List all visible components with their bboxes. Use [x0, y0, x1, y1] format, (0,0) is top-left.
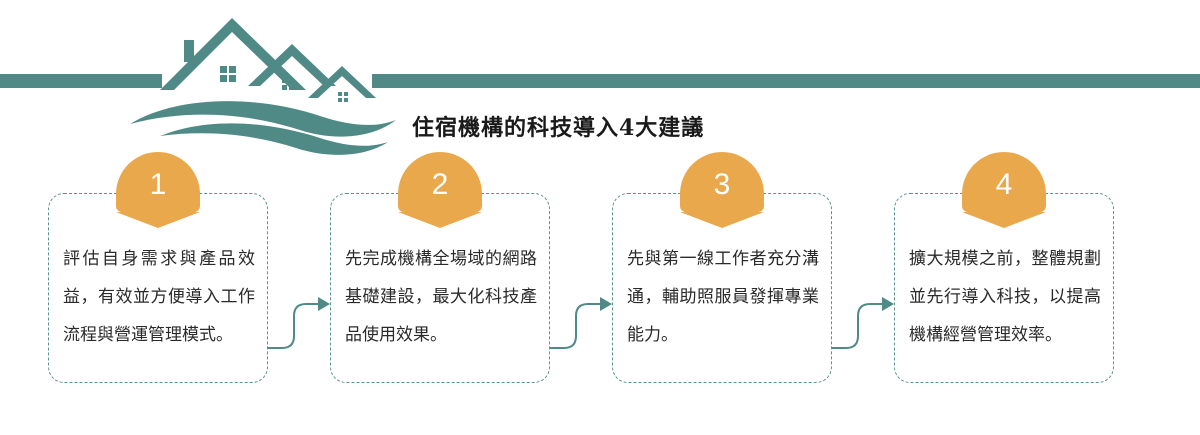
step-text: 先完成機構全場域的網路基礎建設，最大化科技產品使用效果。	[345, 249, 537, 345]
step-badge-3: 3	[680, 152, 764, 228]
house-roofs-wave-icon	[130, 18, 396, 155]
header-band-left	[0, 74, 162, 88]
step-badge-4: 4	[962, 152, 1046, 228]
page-title: 住宿機構的科技導入4大建議	[412, 115, 705, 141]
step-badge-1: 1	[116, 152, 200, 228]
step-badge-2: 2	[398, 152, 482, 228]
step-text: 擴大規模之前，整體規劃並先行導入科技，以提高機構經營管理效率。	[909, 249, 1101, 345]
header-band-right	[372, 74, 1200, 88]
step-text: 評估自身需求與產品效益，有效並方便導入工作流程與營運管理模式。	[63, 249, 255, 345]
step-text: 先與第一線工作者充分溝通，輔助照服員發揮專業能力。	[627, 249, 819, 345]
